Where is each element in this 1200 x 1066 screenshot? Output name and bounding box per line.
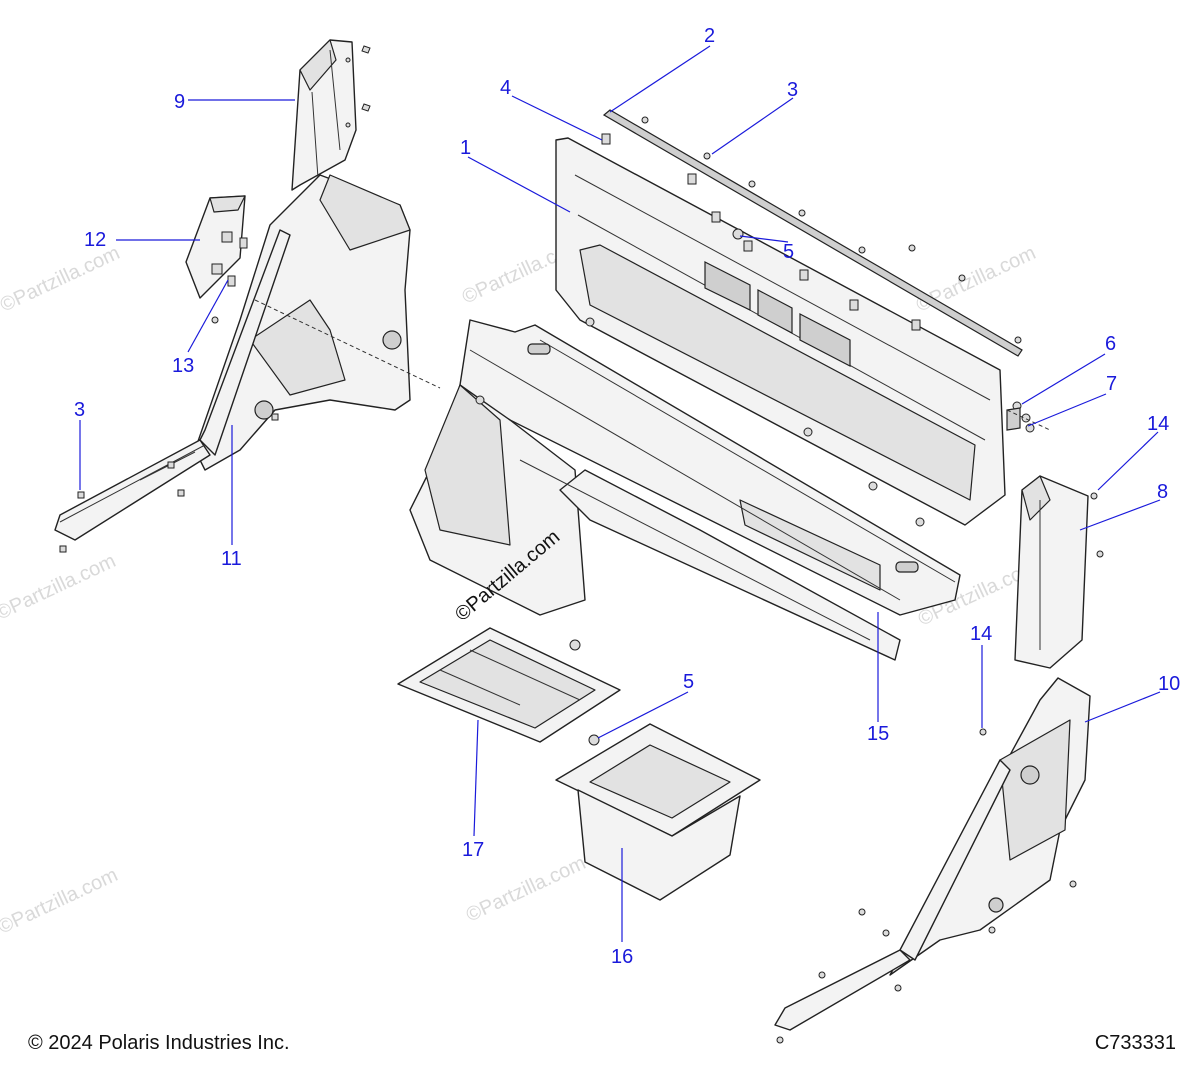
part-15-cargo-box (409, 317, 961, 661)
part-9-upper-left-panel (291, 39, 371, 191)
callout-15: 15 (867, 723, 889, 745)
callout-5-lower: 5 (683, 671, 694, 693)
part-1-rear-wall-panel (555, 133, 1006, 526)
callout-11: 11 (221, 548, 242, 570)
drawing-number: C733331 (1094, 1032, 1176, 1054)
callout-3: 3 (787, 79, 798, 101)
part-11-left-side-panel (54, 174, 441, 553)
watermark: ©Partzilla.com (0, 864, 121, 939)
part-12-bracket (185, 195, 246, 299)
watermark: ©Partzilla.com (463, 852, 589, 927)
part-2-trim-strip (602, 109, 1023, 357)
callout-1: 1 (460, 137, 471, 159)
part-8-right-upper-panel (1014, 475, 1104, 669)
watermark: ©Partzilla.com (0, 242, 123, 317)
callout-5: 5 (783, 241, 794, 263)
callout-7: 7 (1106, 373, 1117, 395)
callout-9: 9 (174, 91, 185, 113)
callout-2: 2 (704, 25, 715, 47)
callout-13: 13 (172, 355, 194, 377)
callout-3-left: 3 (74, 399, 85, 421)
callout-17: 17 (462, 839, 484, 861)
callout-labels: 1 2 3 3 4 5 5 6 7 8 9 10 11 12 13 14 14 … (74, 25, 1180, 968)
part-6-7-hardware (1006, 401, 1051, 433)
callout-6: 6 (1105, 333, 1116, 355)
callout-12: 12 (84, 229, 106, 251)
callout-14: 14 (1147, 413, 1169, 435)
part-10-right-side-panel (774, 677, 1091, 1044)
callout-4: 4 (500, 77, 511, 99)
callout-14-lower: 14 (970, 623, 992, 645)
part-3-screws (641, 116, 1022, 344)
watermark: ©Partzilla.com (0, 550, 119, 625)
part-16-storage-bin (555, 723, 761, 901)
copyright-text: © 2024 Polaris Industries Inc. (28, 1032, 290, 1054)
callout-10: 10 (1158, 673, 1180, 695)
part-17-tray (397, 627, 621, 743)
leader-lines (79, 45, 1161, 942)
callout-8: 8 (1157, 481, 1168, 503)
callout-16: 16 (611, 946, 633, 968)
